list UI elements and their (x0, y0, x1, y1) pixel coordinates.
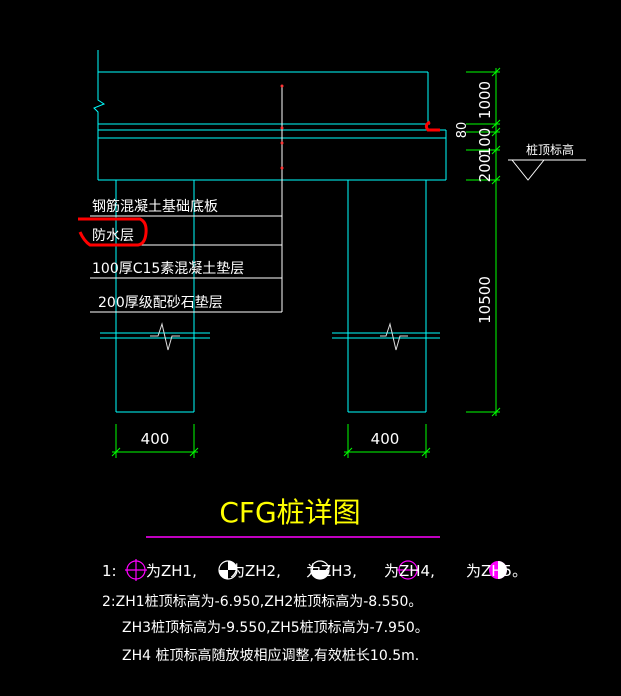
layer-label-c15: 100厚C15素混凝土垫层 (92, 261, 244, 277)
layer-labels: 钢筋混凝土基础底板 防水层 100厚C15素混凝土垫层 200厚级配砂石垫层 (92, 198, 244, 311)
notes-line-1: 1: 为ZH1, 为ZH2, 为ZH3, 为ZH4, 为ZH5。 (102, 559, 527, 581)
notes-line1-prefix: 1: (102, 562, 117, 580)
pile-width-labels: 400 400 (141, 430, 400, 448)
vertical-dimension-labels: 1000 80 100 200 10500 (455, 81, 494, 324)
pile-width-dimensions (111, 424, 431, 458)
left-break-line (93, 50, 106, 180)
pile-symbol-quadrant-icon (218, 560, 238, 580)
pw-right-tick-a (343, 447, 353, 457)
pw-left-tick-b (189, 447, 199, 457)
dim-tick-150 (491, 145, 501, 155)
pile-symbol-cross-icon (125, 559, 147, 581)
dim-tick-412 (491, 407, 501, 417)
elevation-marker (508, 159, 586, 181)
dim-tick-72 (491, 67, 501, 77)
layer-label-waterproof: 防水层 (92, 228, 134, 244)
notes-item-zh3: 为ZH3, (306, 562, 357, 580)
leader-dot-3 (280, 141, 284, 145)
left-pile-zigzag (150, 322, 180, 351)
leader-dot-4 (280, 166, 284, 170)
pile-symbol-magenta-filled-icon (489, 561, 507, 579)
right-pile-zigzag (380, 322, 408, 351)
elevation-triangle (511, 159, 545, 181)
layer-label-gravel: 200厚级配砂石垫层 (98, 295, 223, 311)
leader-dots (280, 84, 284, 170)
elevation-label: 桩顶标高 (526, 142, 574, 157)
notes-item-zh2: 为ZH2, (230, 562, 281, 580)
vertical-dimension-chain (466, 67, 501, 417)
red-markup-bracket (78, 217, 148, 247)
dim-label-200: 200 (476, 154, 494, 183)
pile-width-right: 400 (371, 430, 400, 448)
foundation-outline (93, 50, 447, 413)
pw-left-tick-a (111, 447, 121, 457)
dim-label-100: 100 (476, 128, 494, 157)
notes-line-3: ZH3桩顶标高为-9.550,ZH5桩顶标高为-7.950。 (122, 619, 429, 636)
notes-lines: 2:ZH1桩顶标高为-6.950,ZH2桩顶标高为-8.550。 ZH3桩顶标高… (102, 593, 429, 664)
leader-dot-2 (280, 126, 284, 130)
notes-line-4: ZH4 桩顶标高随放坡相应调整,有效桩长10.5m. (122, 647, 419, 664)
dim-label-80: 80 (455, 122, 470, 139)
dim-tick-124 (491, 119, 501, 129)
notes-item-zh1: 为ZH1, (146, 562, 197, 580)
dim-tick-132 (491, 127, 501, 137)
notes-item-zh4: 为ZH4, (384, 562, 435, 580)
dim-label-1000: 1000 (476, 81, 494, 119)
pile-break-zigzags (150, 322, 408, 351)
pw-right-tick-b (421, 447, 431, 457)
notes-line-2: 2:ZH1桩顶标高为-6.950,ZH2桩顶标高为-8.550。 (102, 593, 422, 610)
leader-dot-1 (280, 84, 284, 88)
pile-width-left: 400 (141, 430, 170, 448)
layer-label-slab: 钢筋混凝土基础底板 (92, 198, 218, 215)
notes-item-zh5: 为ZH5。 (466, 562, 527, 580)
red-markup-hook (424, 120, 440, 132)
dim-label-10500: 10500 (476, 276, 494, 324)
drawing-title: CFG桩详图 (219, 496, 360, 529)
pile-symbol-half-icon (310, 560, 330, 580)
pile-symbol-magenta-icon (397, 560, 419, 580)
dim-tick-180 (491, 175, 501, 185)
